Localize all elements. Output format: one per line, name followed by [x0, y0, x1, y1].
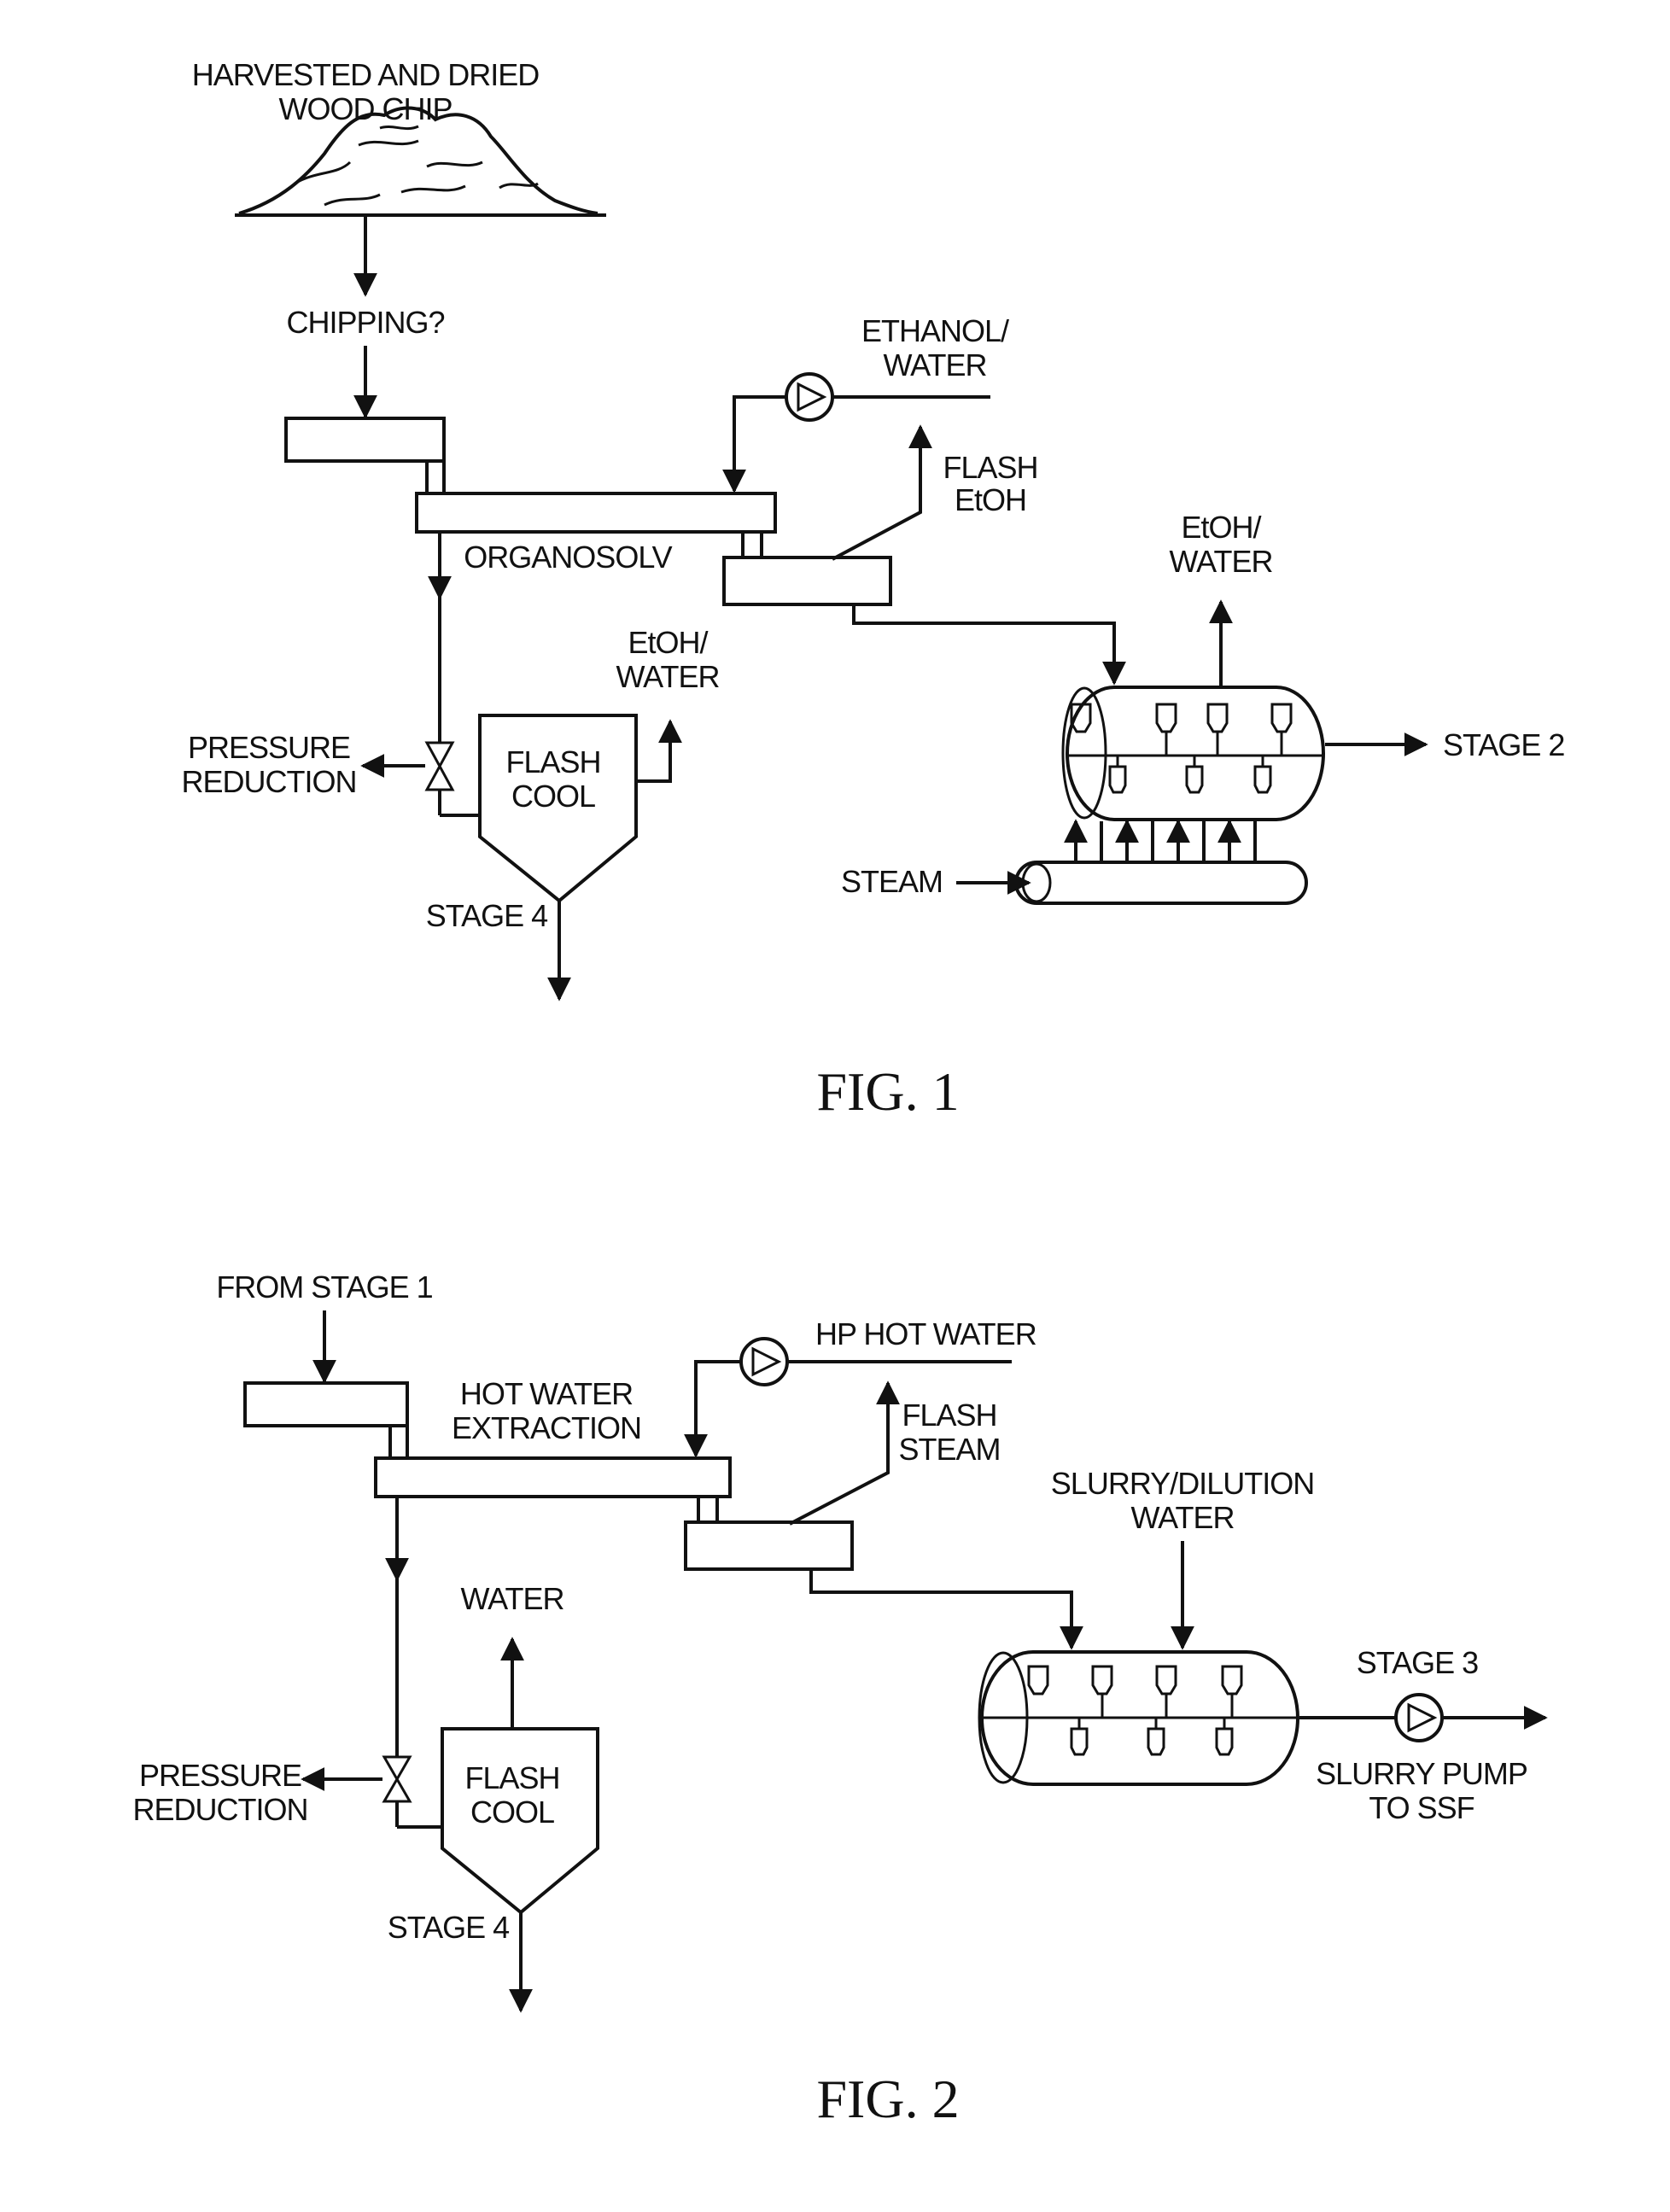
hp-hot-water-to-reactor-arrow — [696, 1362, 741, 1456]
flash-etoh-label-line2: EtOH — [955, 482, 1026, 517]
hot-water-label-line1: HOT WATER — [460, 1376, 633, 1411]
fig1-flash-cool-line2: COOL — [511, 779, 595, 814]
fig2-pressure-label-line2: REDUCTION — [133, 1792, 308, 1827]
organosolv-reactor — [417, 493, 775, 532]
flash-etoh-water-line1: EtOH/ — [628, 625, 708, 660]
ethanol-water-to-reactor-arrow — [734, 397, 786, 491]
stage3-label: STAGE 3 — [1357, 1645, 1478, 1680]
fig2-hopper-chute — [390, 1426, 407, 1458]
fig2-flash-cool-line2: COOL — [470, 1795, 554, 1830]
slurry-pump-label-line2: TO SSF — [1369, 1790, 1474, 1825]
stage2-label: STAGE 2 — [1443, 727, 1564, 762]
fig1-pressure-label-line2: REDUCTION — [182, 764, 357, 799]
washer-etoh-water-line1: EtOH/ — [1181, 510, 1261, 545]
fig1-pressure-label-line1: PRESSURE — [188, 730, 350, 765]
flash-etoh-arrow — [832, 427, 920, 559]
ethanol-water-label-line2: WATER — [884, 347, 987, 382]
fig2-pressure-label-line1: PRESSURE — [139, 1758, 301, 1793]
flash-cool-vapor-arrow — [636, 721, 670, 781]
steam-label: STEAM — [841, 864, 943, 899]
flash-steam-label-line1: FLASH — [902, 1398, 996, 1433]
flash-steam-arrow — [790, 1383, 888, 1524]
slurry-pump-triangle-icon — [1409, 1705, 1434, 1730]
chipping-label: CHIPPING? — [286, 305, 444, 340]
fig2-pressure-valve-icon — [384, 1757, 410, 1801]
fig2-reactor-outlet-chute — [698, 1497, 717, 1522]
fig1-pressure-valve-icon — [427, 743, 453, 790]
flash-etoh-label-line1: FLASH — [943, 450, 1037, 485]
ethanol-water-label-line1: ETHANOL/ — [861, 313, 1009, 348]
hp-hot-water-label: HP HOT WATER — [815, 1316, 1036, 1351]
slurry-pump-label-line1: SLURRY PUMP — [1316, 1756, 1527, 1791]
slurry-dilution-label-line1: SLURRY/DILUTION — [1051, 1466, 1314, 1501]
fig2-feed-hopper — [245, 1383, 407, 1426]
from-stage1-label: FROM STAGE 1 — [216, 1269, 432, 1304]
figure-2: FROM STAGE 1 HOT WATER EXTRACTION HP HOT… — [133, 1269, 1546, 2129]
fig1-feed-hopper — [286, 418, 444, 461]
hot-water-label-line2: EXTRACTION — [452, 1410, 641, 1445]
fig1-pump-triangle-icon — [798, 384, 824, 410]
fig1-flash-cool-line1: FLASH — [505, 744, 600, 779]
flash-steam-label-line2: STEAM — [898, 1432, 1000, 1467]
wood-chip-label-line2: WOOD CHIP — [279, 91, 453, 126]
figure-1: HARVESTED AND DRIED WOOD CHIP CHIPPING? … — [182, 57, 1565, 1122]
fig1-hopper-chute — [427, 461, 444, 493]
fig2-water-label: WATER — [461, 1581, 564, 1616]
fig1-flash-discharge-vessel — [724, 557, 890, 604]
fig2-pump-triangle-icon — [753, 1349, 779, 1374]
organosolv-label: ORGANOSOLV — [464, 540, 672, 575]
hot-water-extraction-reactor — [376, 1458, 730, 1497]
flash-to-slurry-tank-arrow — [811, 1569, 1071, 1648]
fig1-caption: FIG. 1 — [816, 1061, 959, 1122]
fig2-caption: FIG. 2 — [816, 2069, 959, 2129]
slurry-tank — [979, 1652, 1298, 1784]
fig2-flash-cool-line1: FLASH — [464, 1760, 559, 1795]
fig2-flash-discharge-vessel — [686, 1522, 852, 1569]
fig1-washer-tank — [1063, 687, 1323, 820]
washer-etoh-water-line2: WATER — [1170, 544, 1273, 579]
flash-to-washer-arrow — [854, 604, 1114, 683]
flash-etoh-water-line2: WATER — [616, 659, 720, 694]
fig1-reactor-outlet-chute — [743, 532, 762, 557]
fig1-stage4-label: STAGE 4 — [426, 898, 547, 933]
fig1-steam-header — [1016, 821, 1306, 903]
fig2-stage4-label: STAGE 4 — [388, 1910, 509, 1945]
slurry-dilution-label-line2: WATER — [1131, 1500, 1235, 1535]
wood-chip-label-line1: HARVESTED AND DRIED — [192, 57, 539, 92]
